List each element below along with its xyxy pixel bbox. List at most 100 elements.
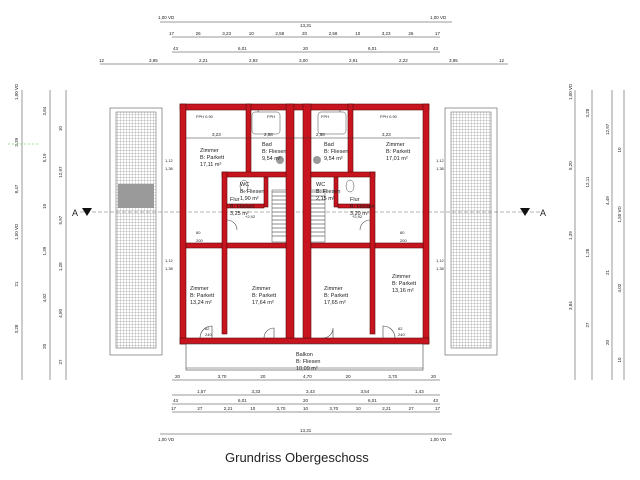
bottom-dim-row4-6: 3,70 bbox=[329, 406, 338, 411]
room-area-0: 17,11 m² bbox=[200, 162, 221, 168]
room-name-2: Bad bbox=[324, 142, 334, 148]
left-dim-8: 5,97 bbox=[58, 215, 63, 224]
top-dim-row2-0: 17 bbox=[169, 31, 175, 36]
room-floor-2: B: Fliesen bbox=[324, 149, 348, 155]
door-dim-2: 200 bbox=[196, 238, 203, 243]
window-w-6: 1,38 bbox=[165, 266, 174, 271]
bottom-dim-row4-0: 17 bbox=[171, 406, 177, 411]
left-dim-2: 10 bbox=[58, 126, 63, 132]
room-area-5: 2,15 m² bbox=[316, 196, 335, 202]
door-dim-4: 200 bbox=[400, 238, 407, 243]
room-floor-1: B: Fliesen bbox=[262, 149, 286, 155]
left-dim-3: 2,39 bbox=[14, 137, 19, 146]
level-marker-left: +2,92 bbox=[245, 214, 256, 219]
right-dim-8: 1,39 bbox=[568, 231, 573, 240]
left-dim-17: 27 bbox=[58, 359, 63, 365]
left-dim-7: 10 bbox=[42, 203, 47, 209]
right-dim-1: 3,28 bbox=[585, 108, 590, 117]
room-area-11: 13,16 m² bbox=[392, 288, 414, 294]
top-dim-row2-5: 20 bbox=[302, 31, 308, 36]
bottom-dim-row1-3: 4,70 bbox=[303, 374, 312, 379]
window-labels: FPH 0,90 FPH FPH FPH 0,90 1,12 1,38 1,12… bbox=[165, 114, 445, 337]
section-label-right: A bbox=[540, 208, 546, 218]
right-dim-2: 12,97 bbox=[605, 123, 610, 135]
bottom-dim-right-vd: 1,00 VD bbox=[430, 437, 447, 442]
top-dim-row3-4: 43 bbox=[433, 46, 439, 51]
room-floor-8: B: Parkett bbox=[190, 293, 215, 299]
top-dim-total: 13,31 bbox=[300, 23, 312, 28]
bottom-dim-row3-4: 43 bbox=[433, 398, 439, 403]
right-dim-6: 4,49 bbox=[605, 196, 610, 205]
right-dim-3: 10 bbox=[617, 147, 622, 153]
bottom-dim-row4-3: 10 bbox=[250, 406, 256, 411]
bottom-dim-row1-1: 3,70 bbox=[218, 374, 227, 379]
room-floor-6: B: Fliesen bbox=[230, 204, 254, 210]
right-dim-14: 20 bbox=[605, 339, 610, 345]
room-floor-11: B: Parkett bbox=[392, 281, 417, 287]
left-dim-14: 4,50 bbox=[58, 309, 63, 318]
solar-panel-right bbox=[444, 107, 498, 356]
left-dim-15: 3,28 bbox=[14, 324, 19, 333]
door-dim-7: 62 bbox=[398, 326, 403, 331]
left-dim-6: 8,47 bbox=[14, 184, 19, 193]
section-marker-right: A bbox=[520, 208, 546, 218]
door-dim-8: 240 bbox=[398, 332, 405, 337]
room-area-10: 17,65 m² bbox=[324, 300, 346, 306]
top-dim-left-vd: 1,00 VD bbox=[158, 15, 175, 20]
right-dim-11: 4,02 bbox=[617, 283, 622, 292]
right-dim-12: 3,84 bbox=[568, 301, 573, 310]
room-area-3: 17,01 m² bbox=[386, 156, 408, 162]
staircase-left bbox=[271, 189, 287, 243]
left-dim-16: 20 bbox=[42, 343, 47, 349]
room-name-4: WC bbox=[240, 182, 249, 188]
top-dim-row4-7: 3,95 bbox=[449, 58, 458, 63]
drawing-title: Grundriss Obergeschoss bbox=[225, 450, 369, 465]
top-dim-row2-3: 10 bbox=[249, 31, 255, 36]
bottom-dim-row4-8: 2,21 bbox=[382, 406, 391, 411]
bottom-dim-row1-5: 3,70 bbox=[388, 374, 397, 379]
room-name-9: Zimmer bbox=[252, 286, 271, 292]
bottom-dim-row3-3: 6,01 bbox=[368, 398, 377, 403]
top-dim-row4-3: 2,92 bbox=[249, 58, 258, 63]
door-dim-6: 240 bbox=[205, 332, 212, 337]
bottom-dim-row2-1: 3,33 bbox=[252, 389, 261, 394]
door-dim-3: 80 bbox=[400, 230, 405, 235]
room-name-5: WC bbox=[316, 182, 325, 188]
left-dim-10: 1,39 bbox=[42, 246, 47, 255]
left-dim-0: 1,00 VD bbox=[14, 83, 19, 100]
left-dimension-chains: 1,00 VD3,84102,395,1912,978,47105,971,50… bbox=[8, 83, 67, 380]
top-dim-row2-7: 10 bbox=[355, 31, 361, 36]
top-dim-row3-3: 6,01 bbox=[368, 46, 377, 51]
top-dim-row2-9: 26 bbox=[408, 31, 414, 36]
solar-panel-left bbox=[109, 107, 163, 356]
bottom-dim-row1-0: 20 bbox=[175, 374, 181, 379]
left-dim-labels: 1,00 VD3,84102,395,1912,978,47105,971,50… bbox=[14, 83, 63, 364]
bottom-dim-row4-10: 17 bbox=[435, 406, 441, 411]
bottom-dim-row1-4: 20 bbox=[346, 374, 352, 379]
bottom-dim-row4-2: 2,21 bbox=[224, 406, 233, 411]
room-floor-10: B: Parkett bbox=[324, 293, 349, 299]
window-w-7: 1,12 bbox=[436, 258, 445, 263]
top-dim-row2-2: 3,23 bbox=[222, 31, 231, 36]
room-area-9: 17,64 m² bbox=[252, 300, 274, 306]
bottom-dim-row4-5: 10 bbox=[303, 406, 309, 411]
room-area-7: 3,20 m² bbox=[350, 211, 369, 217]
room-floor-9: B: Parkett bbox=[252, 293, 277, 299]
bottom-dim-row2-2: 3,43 bbox=[306, 389, 315, 394]
room-name-6: Flur bbox=[230, 197, 240, 203]
top-dim-row2-8: 3,23 bbox=[382, 31, 391, 36]
room-name-0: Zimmer bbox=[200, 148, 219, 154]
bottom-dim-row3-1: 6,01 bbox=[238, 398, 247, 403]
top-dim-row4-2: 2,21 bbox=[199, 58, 208, 63]
bottom-dim-row2-0: 1,57 bbox=[197, 389, 206, 394]
outer-walls bbox=[179, 103, 430, 345]
top-dim-row3-0: 43 bbox=[173, 46, 179, 51]
door-dim-5: 62 bbox=[205, 326, 210, 331]
left-dim-4: 5,19 bbox=[42, 153, 47, 162]
room-area-4: 1,90 m² bbox=[240, 196, 259, 202]
right-dim-9: 1,28 bbox=[585, 248, 590, 257]
